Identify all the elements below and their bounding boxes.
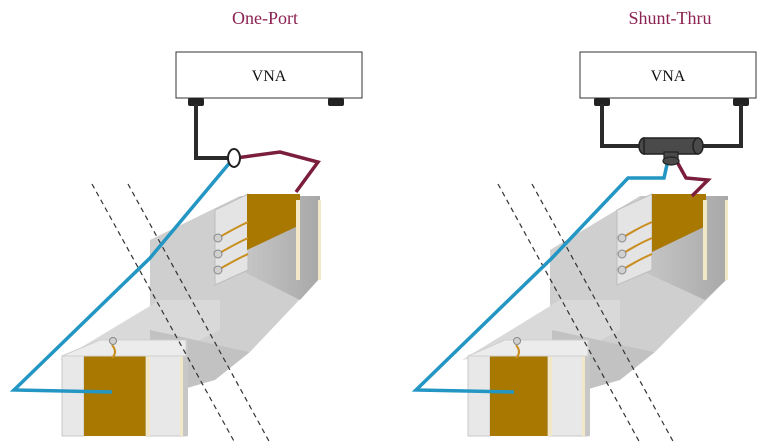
connector-icon <box>227 148 241 168</box>
vna-cable-port1 <box>600 104 646 148</box>
break-lines <box>91 183 271 443</box>
vna-label: VNA <box>252 68 287 85</box>
return-cable <box>235 150 321 194</box>
panel-one-port: One-Port <box>9 8 363 443</box>
panel-title-one-port: One-Port <box>232 8 298 28</box>
signal-cable <box>9 158 234 394</box>
vna-instrument-right: VNA <box>579 51 757 106</box>
tee-connector-icon <box>638 137 704 166</box>
vna-cable-port2 <box>698 104 743 148</box>
cables-shunt-thru <box>411 104 743 394</box>
copper-plate-far <box>247 194 300 250</box>
copper-plate-far-right <box>652 194 706 252</box>
cables-one-port <box>9 104 321 394</box>
copper-plate-near <box>84 356 146 436</box>
signal-cable-right <box>411 159 670 394</box>
beam-near-section <box>60 300 250 437</box>
vna-label-right: VNA <box>651 68 686 85</box>
copper-plate-near-right <box>490 356 548 436</box>
beam-near-section-right <box>462 300 655 437</box>
panel-title-shunt-thru: Shunt-Thru <box>629 8 712 28</box>
return-cable-right <box>674 159 712 198</box>
vna-instrument-left: VNA <box>175 51 363 106</box>
panel-shunt-thru: Shunt-Thru <box>411 8 757 443</box>
break-lines-right <box>497 183 675 443</box>
vna-cable <box>194 104 232 160</box>
